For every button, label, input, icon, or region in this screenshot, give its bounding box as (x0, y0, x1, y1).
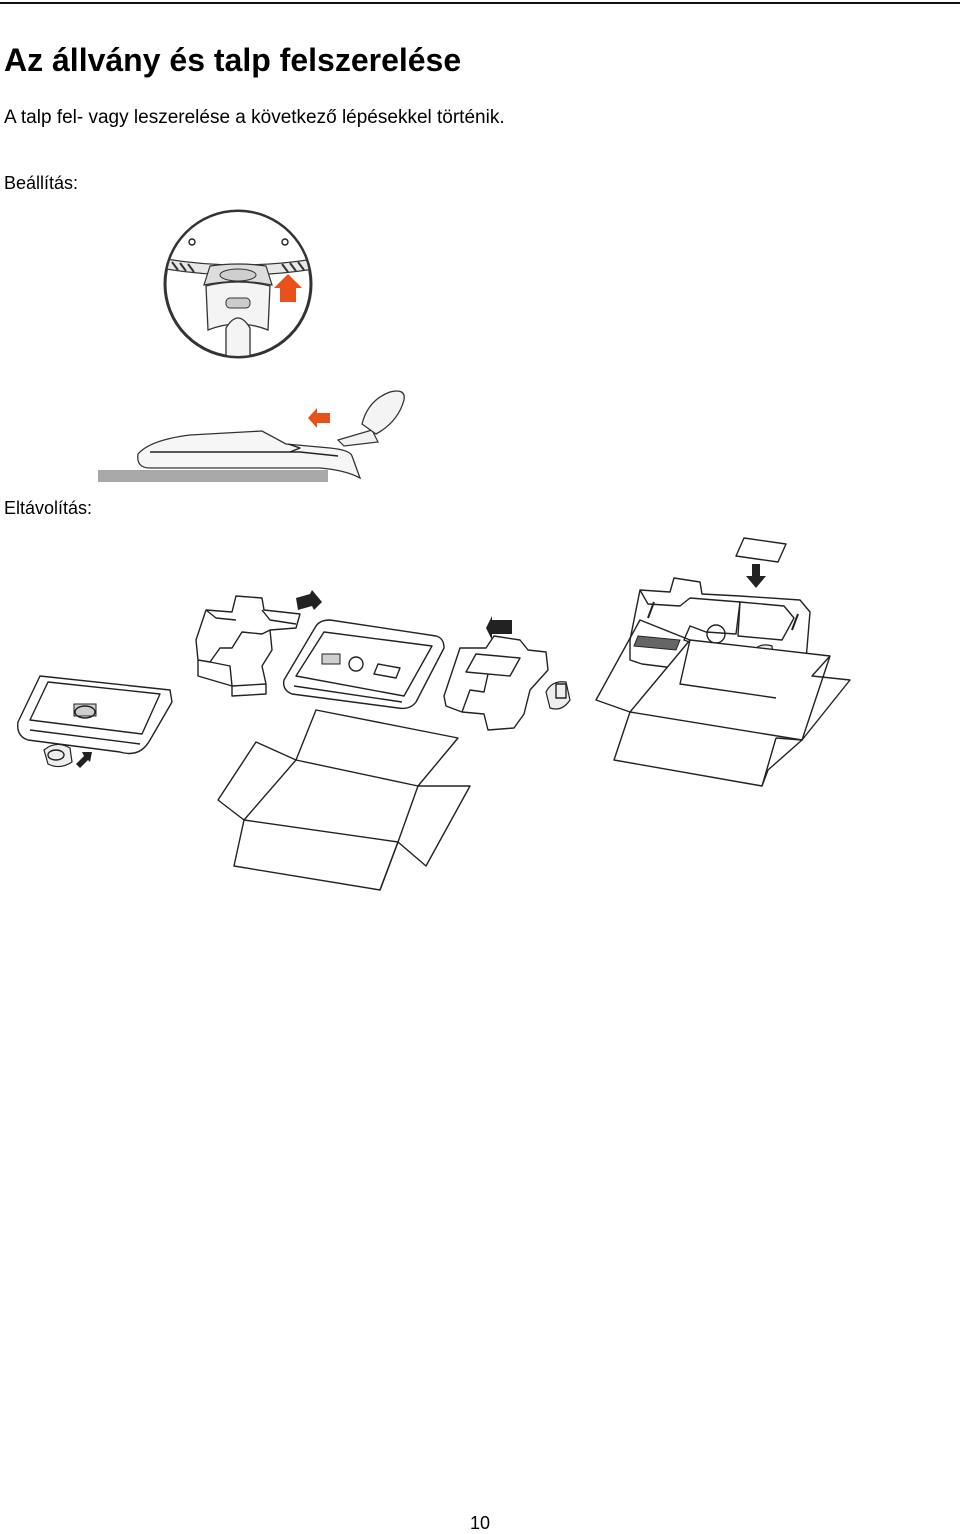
setup-label: Beállítás: (4, 173, 79, 193)
top-rule (0, 2, 960, 4)
intro-text: A talp fel- vagy leszerelése a következő… (4, 107, 505, 128)
page-number: 10 (469, 1513, 491, 1533)
removal-label: Eltávolítás: (4, 498, 93, 518)
page-title: Az állvány és talp felszerelése (4, 42, 462, 78)
